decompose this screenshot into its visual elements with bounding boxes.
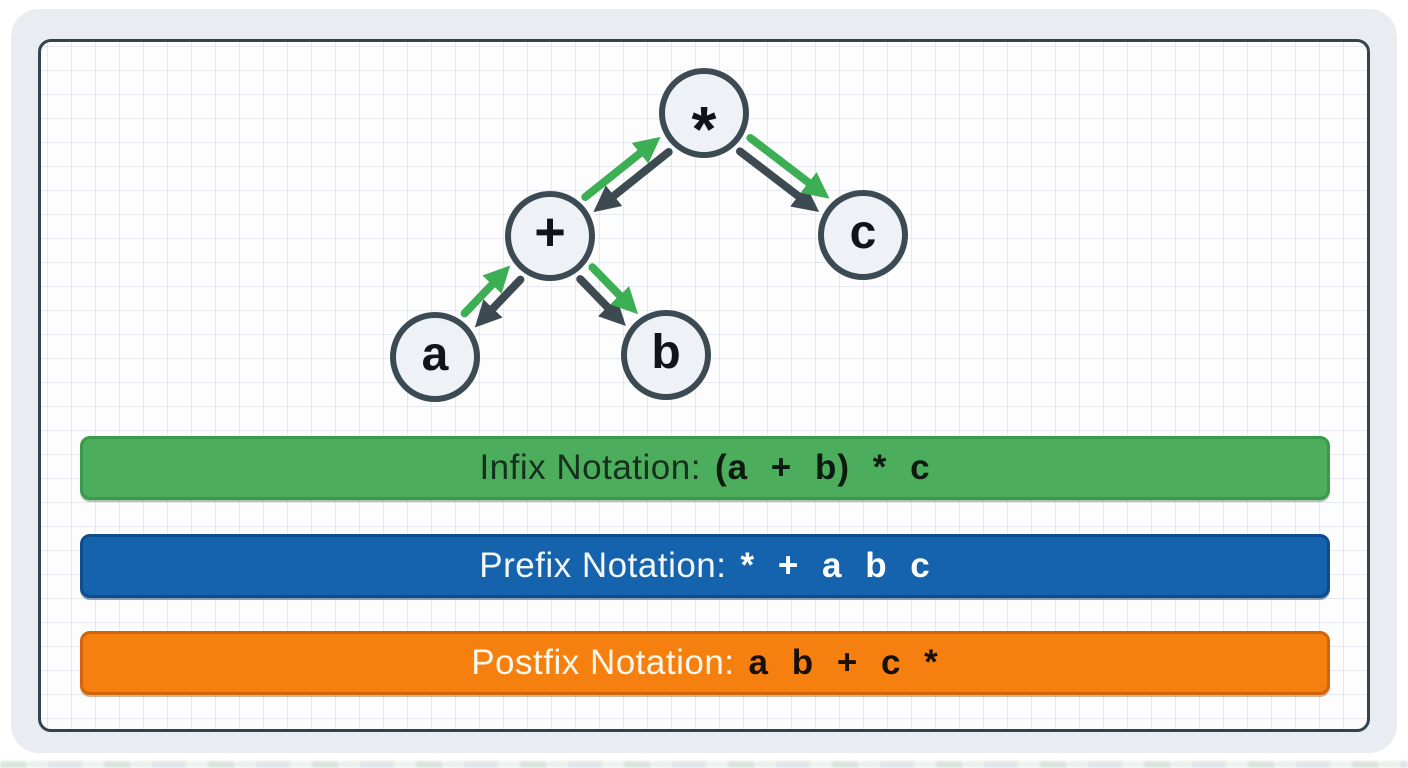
postfix-expression: a b + c * [748,643,939,682]
prefix-label: Prefix Notation: [479,546,727,585]
infix-notation-banner: Infix Notation: (a + b) * c [80,436,1330,500]
tree-node-plus: + [505,191,595,281]
prefix-notation-banner: Prefix Notation: * + a b c [80,534,1330,598]
infix-label: Infix Notation: [479,448,701,487]
tree-node-a: a [390,312,480,402]
node-label: a [421,328,449,381]
node-label: c [849,206,877,259]
tree-node-root-multiply: * [659,68,749,165]
tree-node-c: c [818,190,908,280]
postfix-notation-banner: Postfix Notation: a b + c * [80,631,1330,695]
tree-node-b: b [621,310,711,400]
node-label: * [691,93,717,165]
prefix-expression: * + a b c [740,546,931,585]
infix-expression: (a + b) * c [714,448,931,487]
postfix-label: Postfix Notation: [471,643,735,682]
node-label: + [534,202,566,262]
node-label: b [651,326,681,379]
bottom-content-strip [0,761,1408,768]
